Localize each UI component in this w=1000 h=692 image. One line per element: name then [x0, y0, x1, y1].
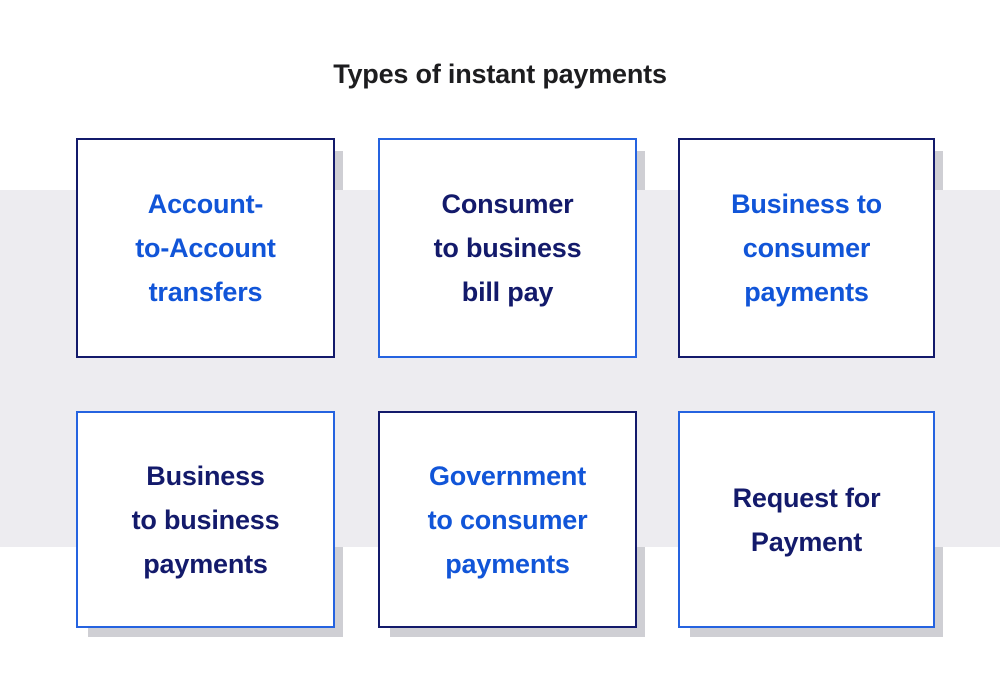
- card-label: Request for Payment: [732, 482, 881, 557]
- payment-type-card-government-to-consumer[interactable]: Government to consumer payments: [378, 411, 645, 637]
- payment-type-card-business-to-business[interactable]: Business to business payments: [76, 411, 343, 637]
- payment-type-card-request-for-payment[interactable]: Request for Payment: [678, 411, 943, 637]
- page-title: Types of instant payments: [333, 59, 667, 89]
- card-label: Business to consumer payments: [731, 189, 882, 307]
- card-label: Account- to-Account transfers: [135, 189, 276, 307]
- card-label: Consumer to business bill pay: [433, 189, 582, 307]
- card-label: Business to business payments: [131, 460, 280, 579]
- card-label: Government to consumer payments: [427, 460, 588, 579]
- payment-type-card-business-to-consumer[interactable]: Business to consumer payments: [678, 138, 943, 367]
- payment-type-card-account-to-account[interactable]: Account- to-Account transfers: [76, 138, 343, 367]
- payment-type-card-consumer-to-business[interactable]: Consumer to business bill pay: [378, 138, 645, 367]
